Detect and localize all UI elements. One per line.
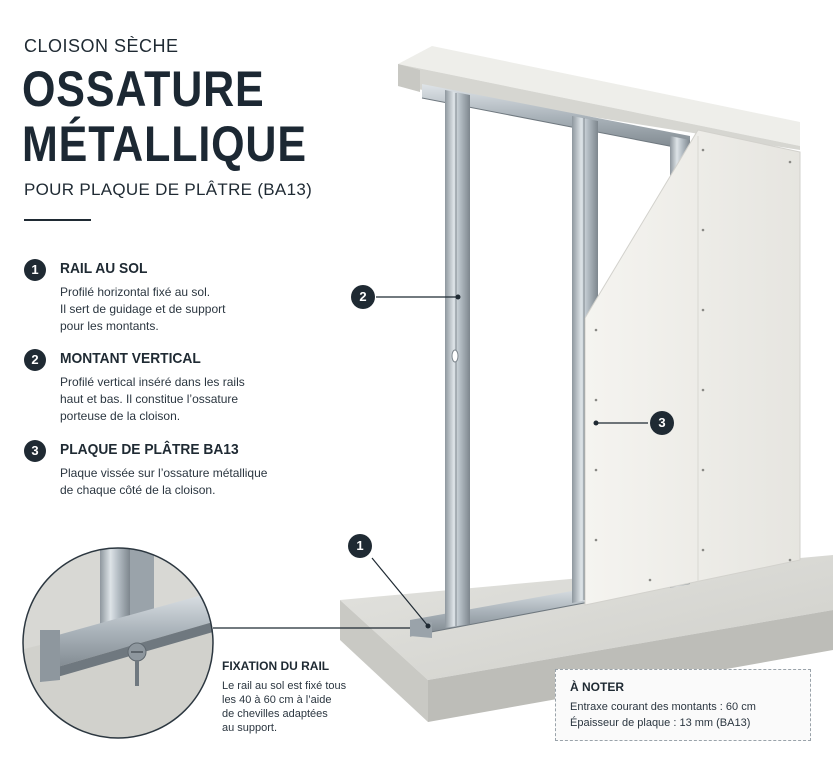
description-line: de chaque côté de la cloison.: [60, 483, 216, 497]
zoom-detail: [22, 547, 214, 739]
number-badge: 3: [24, 440, 46, 462]
page-title-line1: OSSATURE: [22, 61, 265, 117]
callout-badge-1: 1: [348, 534, 372, 558]
description-line: Plaque vissée sur l’ossature métallique: [60, 466, 268, 480]
note-title: À NOTER: [570, 680, 624, 694]
callout-badge-3: 3: [650, 411, 674, 435]
description-line: Profilé horizontal fixé au sol.: [60, 285, 211, 299]
note-box: [555, 669, 811, 741]
note-line-thickness: Épaisseur de plaque : 13 mm (BA13): [570, 717, 751, 729]
kicker-text: CLOISON SÈCHE: [24, 36, 179, 56]
leader-dots: [425, 294, 599, 629]
ceiling-slab: [398, 46, 800, 150]
description-line: au support.: [222, 722, 278, 734]
description-line: haut et bas. Il constitue l’ossature: [60, 392, 239, 406]
floor-slab: [340, 555, 833, 722]
description-line: Profilé vertical inséré dans les rails: [60, 375, 245, 389]
leader-lines: [213, 296, 648, 629]
legend-item-description: Profilé horizontal fixé au sol. Il sert …: [60, 284, 225, 335]
legend-item-description: Plaque vissée sur l’ossature métallique …: [60, 465, 267, 499]
description-line: Il sert de guidage et de support: [60, 302, 226, 316]
legend-item-title: PLAQUE DE PLÂTRE BA13: [60, 441, 239, 458]
legend-item-title: MONTANT VERTICAL: [60, 350, 201, 367]
description-line: Le rail au sol est fixé tous: [222, 680, 347, 692]
plasterboard: [584, 129, 801, 606]
page-title-line2: MÉTALLIQUE: [22, 116, 307, 172]
description-line: de chevilles adaptées: [222, 708, 328, 720]
callout-badge-2: 2: [351, 285, 375, 309]
legend-item-title: RAIL AU SOL: [60, 260, 148, 277]
legend-item-description: Profilé vertical inséré dans les rails h…: [60, 374, 245, 425]
page-subtitle: POUR PLAQUE DE PLÂTRE (BA13): [24, 180, 313, 199]
description-line: les 40 à 60 cm à l’aide: [222, 694, 332, 706]
note-line-spacing: Entraxe courant des montants : 60 cm: [570, 701, 756, 713]
number-badge: 2: [24, 349, 46, 371]
description-line: pour les montants.: [60, 319, 159, 333]
fixation-title: FIXATION DU RAIL: [222, 659, 330, 673]
number-badge: 1: [24, 259, 46, 281]
title-divider: [24, 219, 91, 221]
description-line: porteuse de la cloison.: [60, 409, 181, 423]
fixation-description: Le rail au sol est fixé tous les 40 à 60…: [222, 679, 346, 735]
